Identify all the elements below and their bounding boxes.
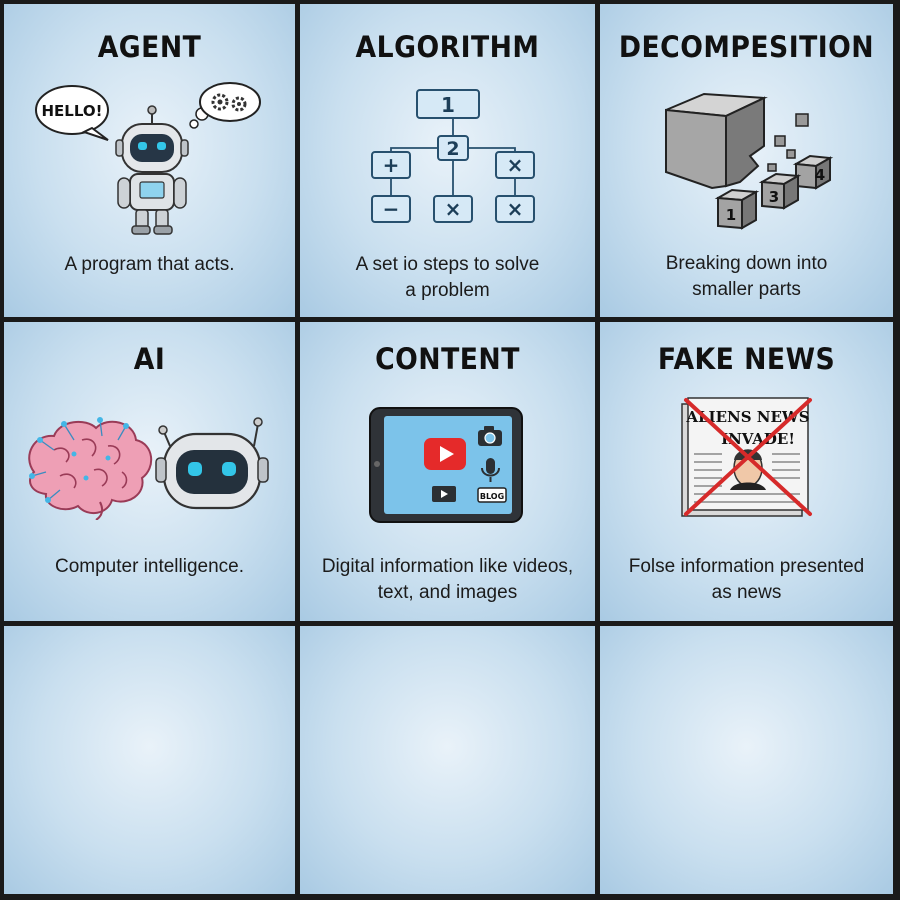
card-empty-3 bbox=[600, 626, 893, 894]
card-caption: A program that acts. bbox=[10, 252, 289, 278]
caption-line: A program that acts. bbox=[64, 254, 235, 275]
card-fake-news: FAKE NEWS ALIENS NEWS INVADE! bbox=[600, 322, 893, 621]
flow-times-a: × bbox=[507, 153, 524, 177]
caption-line: as news bbox=[711, 582, 782, 603]
card-decomposition: DECOMPESITION 1 bbox=[600, 4, 893, 317]
card-empty-2 bbox=[300, 626, 595, 894]
flowchart-icon: 1 2 + × − × × bbox=[371, 89, 535, 223]
card-title: CONTENT bbox=[375, 342, 520, 376]
card-caption: A set io steps to solve a problem bbox=[306, 252, 589, 304]
blog-icon: BLOG bbox=[477, 487, 507, 503]
play-button-icon bbox=[424, 438, 466, 470]
card-ai: AI bbox=[4, 322, 295, 621]
caption-line: text, and images bbox=[377, 582, 518, 603]
red-x-icon bbox=[684, 398, 812, 516]
tablet-icon: BLOG bbox=[369, 407, 523, 523]
card-title: ALGORITHM bbox=[355, 30, 540, 64]
card-caption: Digital information like videos, text, a… bbox=[306, 554, 589, 606]
robot-icon: HELLO! bbox=[35, 82, 261, 235]
card-caption: Folse information presented as news bbox=[606, 554, 887, 606]
caption-line: Digital information like videos, bbox=[321, 556, 574, 577]
caption-line: Folse information presented bbox=[628, 556, 865, 577]
flow-times-c: × bbox=[507, 197, 524, 221]
flow-times-b: × bbox=[445, 197, 462, 221]
caption-line: a problem bbox=[405, 280, 490, 301]
block-label-4: 4 bbox=[815, 166, 825, 184]
card-title: AI bbox=[133, 342, 166, 376]
brain-icon bbox=[28, 417, 269, 520]
video-icon bbox=[432, 486, 456, 502]
robot-head-icon bbox=[155, 417, 269, 510]
caption-line: Breaking down into bbox=[665, 253, 828, 274]
caption-line: Computer intelligence. bbox=[54, 556, 245, 577]
cube-breaking-icon: 1 3 4 bbox=[665, 92, 834, 230]
caption-line: A set io steps to solve bbox=[355, 254, 540, 275]
flow-plus: + bbox=[383, 153, 400, 177]
card-title: FAKE NEWS bbox=[657, 342, 836, 376]
card-algorithm: ALGORITHM 1 2 + bbox=[300, 4, 595, 317]
block-label-3: 3 bbox=[769, 188, 779, 206]
card-empty-1 bbox=[4, 626, 295, 894]
card-content: CONTENT bbox=[300, 322, 595, 621]
card-title: DECOMPESITION bbox=[618, 30, 875, 64]
speech-bubble-icon: HELLO! bbox=[35, 85, 109, 141]
block-label-1: 1 bbox=[726, 206, 736, 224]
headline-line-2: INVADE! bbox=[721, 430, 795, 448]
blog-label: BLOG bbox=[480, 492, 504, 501]
card-caption: Computer intelligence. bbox=[10, 554, 289, 580]
camera-icon bbox=[478, 426, 502, 446]
card-caption: Breaking down into smaller parts bbox=[606, 251, 887, 303]
card-agent: AGENT HELLO! bbox=[4, 4, 295, 317]
microphone-icon bbox=[481, 458, 500, 482]
newspaper-icon: ALIENS NEWS INVADE! bbox=[681, 397, 812, 517]
card-title: AGENT bbox=[97, 30, 202, 64]
caption-line: smaller parts bbox=[692, 279, 801, 300]
speech-bubble-text: HELLO! bbox=[42, 102, 103, 120]
flow-step-1: 1 bbox=[441, 93, 455, 117]
flow-minus: − bbox=[383, 197, 400, 221]
flow-step-2: 2 bbox=[446, 138, 459, 160]
headline-line-1: ALIENS NEWS bbox=[685, 408, 809, 426]
thought-gears-icon bbox=[189, 82, 261, 129]
